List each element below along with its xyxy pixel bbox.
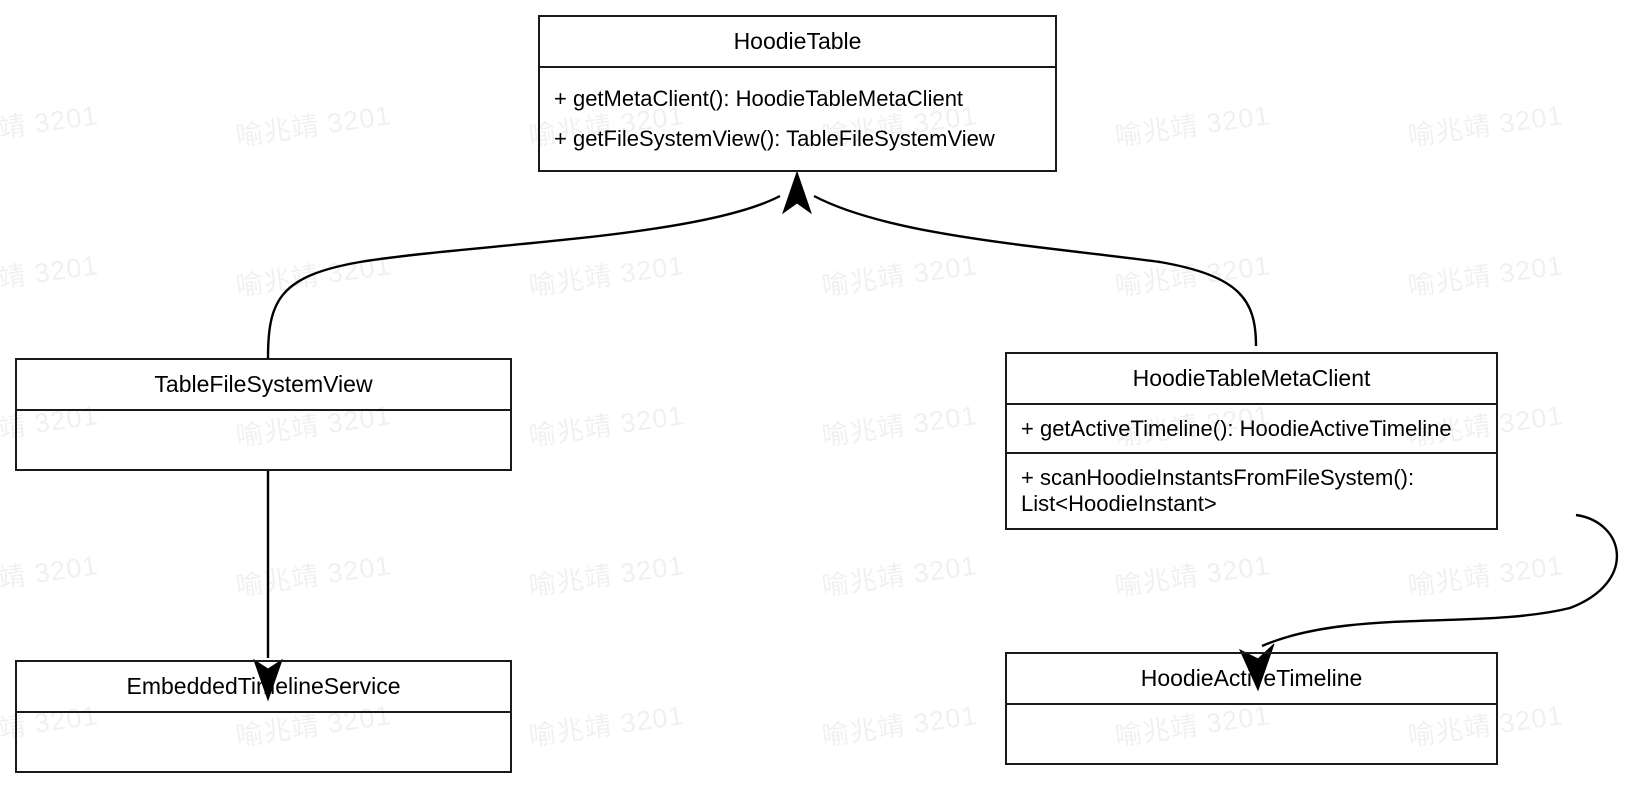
class-name-embeddedtimelineservice: EmbeddedTimelineService	[17, 662, 510, 713]
class-box-hoodietablemetaclient[interactable]: HoodieTableMetaClient + getActiveTimelin…	[1005, 352, 1498, 530]
class-methods-hoodietable: + getMetaClient(): HoodieTableMetaClient…	[540, 68, 1055, 170]
class-box-tablefilesystemview[interactable]: TableFileSystemView	[15, 358, 512, 471]
class-box-hoodietable[interactable]: HoodieTable + getMetaClient(): HoodieTab…	[538, 15, 1057, 172]
class-box-hoodieactivetimeline[interactable]: HoodieActiveTimeline	[1005, 652, 1498, 765]
class-methods-embeddedtimelineservice	[17, 713, 510, 771]
method-getmetaclient: + getMetaClient(): HoodieTableMetaClient	[554, 86, 964, 112]
method-getfilesystemview: + getFileSystemView(): TableFileSystemVi…	[554, 126, 995, 151]
class-methods-tablefilesystemview	[17, 411, 510, 469]
class-method-getactivetimeline-row: + getActiveTimeline(): HoodieActiveTimel…	[1007, 405, 1496, 454]
class-name-hoodieactivetimeline: HoodieActiveTimeline	[1007, 654, 1496, 705]
class-name-hoodietable: HoodieTable	[540, 17, 1055, 68]
method-getactivetimeline: + getActiveTimeline(): HoodieActiveTimel…	[1021, 415, 1452, 441]
class-methods-hoodieactivetimeline	[1007, 705, 1496, 763]
class-name-tablefilesystemview: TableFileSystemView	[17, 360, 510, 411]
class-name-hoodietablemetaclient: HoodieTableMetaClient	[1007, 354, 1496, 405]
class-box-embeddedtimelineservice[interactable]: EmbeddedTimelineService	[15, 660, 512, 773]
method-scanhoodieinstantsfromfilesystem: + scanHoodieInstantsFromFileSystem(): Li…	[1021, 465, 1415, 516]
class-method-scanhoodieinstants-row: + scanHoodieInstantsFromFileSystem(): Li…	[1007, 454, 1496, 528]
